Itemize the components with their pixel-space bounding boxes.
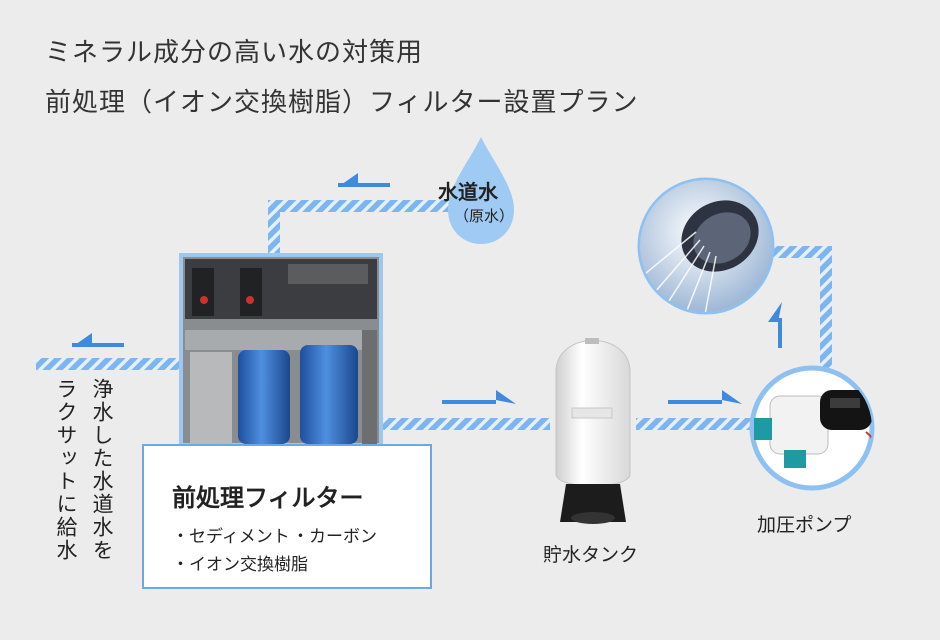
storage-tank [555, 338, 631, 524]
filter-item-ion-exchange: ・イオン交換樹脂 [172, 555, 308, 575]
flow-arrows [72, 173, 782, 404]
flow-arrow-icon [72, 333, 124, 347]
source-label: 水道水 [438, 180, 498, 204]
outlet-caption-line1: 浄水した水道水を [90, 378, 114, 562]
pipe-outlet [36, 358, 186, 370]
pipe-pump-to-shower-vertical [820, 246, 832, 376]
pipe-filter-to-tank [380, 418, 550, 430]
page-title-line1: ミネラル成分の高い水の対策用 [45, 38, 424, 68]
source-sublabel: （原水） [454, 207, 515, 225]
filter-info-box: 前処理フィルター ・セディメント ・カーボン ・イオン交換樹脂 [142, 444, 432, 589]
water-drop-icon [448, 137, 514, 244]
filter-title: 前処理フィルター [172, 484, 364, 512]
tank-label: 貯水タンク [543, 544, 639, 566]
pump-label: 加圧ポンプ [757, 514, 852, 536]
pipe-network [36, 200, 832, 430]
pump-image [749, 365, 875, 491]
page-title-line2: 前処理（イオン交換樹脂）フィルター設置プラン [45, 88, 639, 118]
filter-item-carbon: ・カーボン [292, 527, 377, 547]
filter-photo [179, 253, 383, 447]
shower-head-image [637, 177, 775, 315]
outlet-caption-line2: ラクサットに給水 [54, 378, 78, 562]
flow-arrow-icon [768, 302, 782, 348]
filter-item-sediment: ・セディメント [172, 527, 290, 547]
flow-arrow-icon [338, 173, 390, 187]
flow-arrow-icon [668, 390, 742, 404]
pipe-pump-to-shower-horizontal [772, 246, 832, 258]
pipe-inlet-horizontal [268, 200, 458, 212]
flow-arrow-icon [442, 390, 516, 404]
pipe-inlet-vertical [268, 200, 280, 262]
pipe-tank-to-pump [636, 418, 760, 430]
